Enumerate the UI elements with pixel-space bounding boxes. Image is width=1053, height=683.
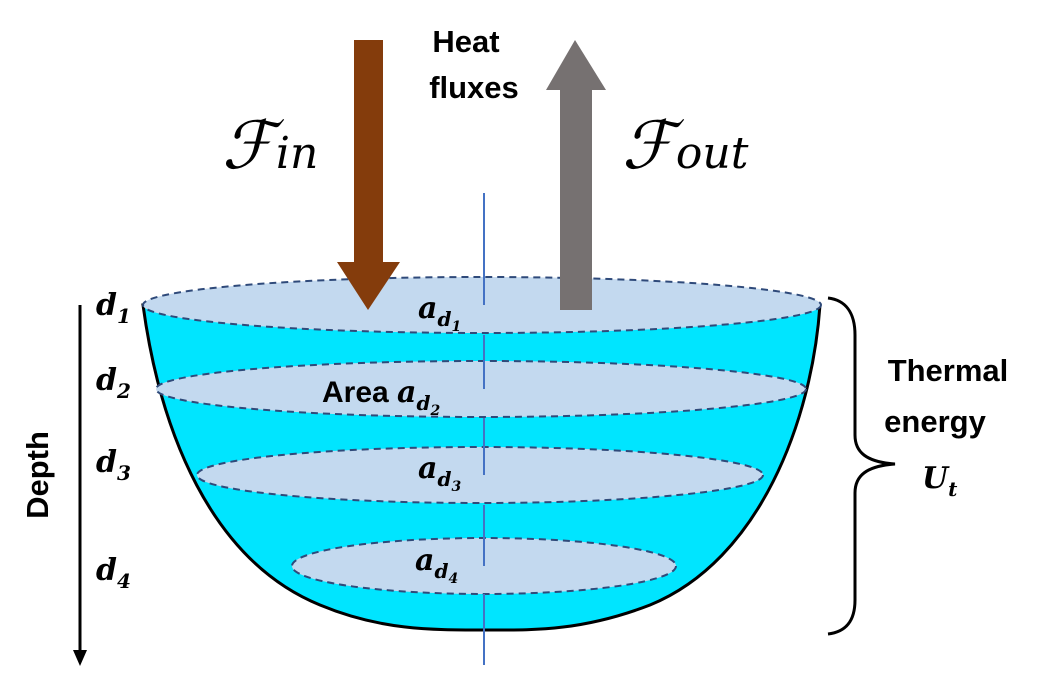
- depth-d2-label: d2: [96, 363, 131, 403]
- depth-label: Depth: [20, 431, 55, 519]
- depth-d1-label: d1: [96, 288, 131, 328]
- layer-d1-ellipse: [142, 276, 822, 334]
- heat-label-line1: Heat: [432, 24, 499, 59]
- flux-out-symbol: ℱout: [622, 107, 749, 184]
- layer-d2-ellipse: [155, 360, 807, 418]
- heat-label-line2: fluxes: [429, 70, 519, 105]
- area-d4-label: ad4: [415, 543, 458, 587]
- thermal-label-line2: energy: [884, 404, 986, 439]
- layer-d3-ellipse: [196, 446, 764, 504]
- flux-in-symbol: ℱin: [222, 107, 318, 184]
- depth-axis: [73, 305, 87, 666]
- thermal-brace: [827, 296, 896, 636]
- depth-d3-label: d3: [96, 445, 131, 485]
- depth-d4-label: d4: [96, 553, 131, 593]
- area-d1-label: ad1: [418, 291, 461, 335]
- thermal-label-line1: Thermal: [888, 353, 1009, 388]
- flux-in-arrow: [337, 40, 400, 310]
- area-d2-label: Area ad2: [322, 375, 440, 419]
- area-d3-label: ad3: [418, 451, 461, 495]
- flux-out-arrow: [546, 40, 606, 310]
- thermal-symbol: Ut: [922, 461, 958, 501]
